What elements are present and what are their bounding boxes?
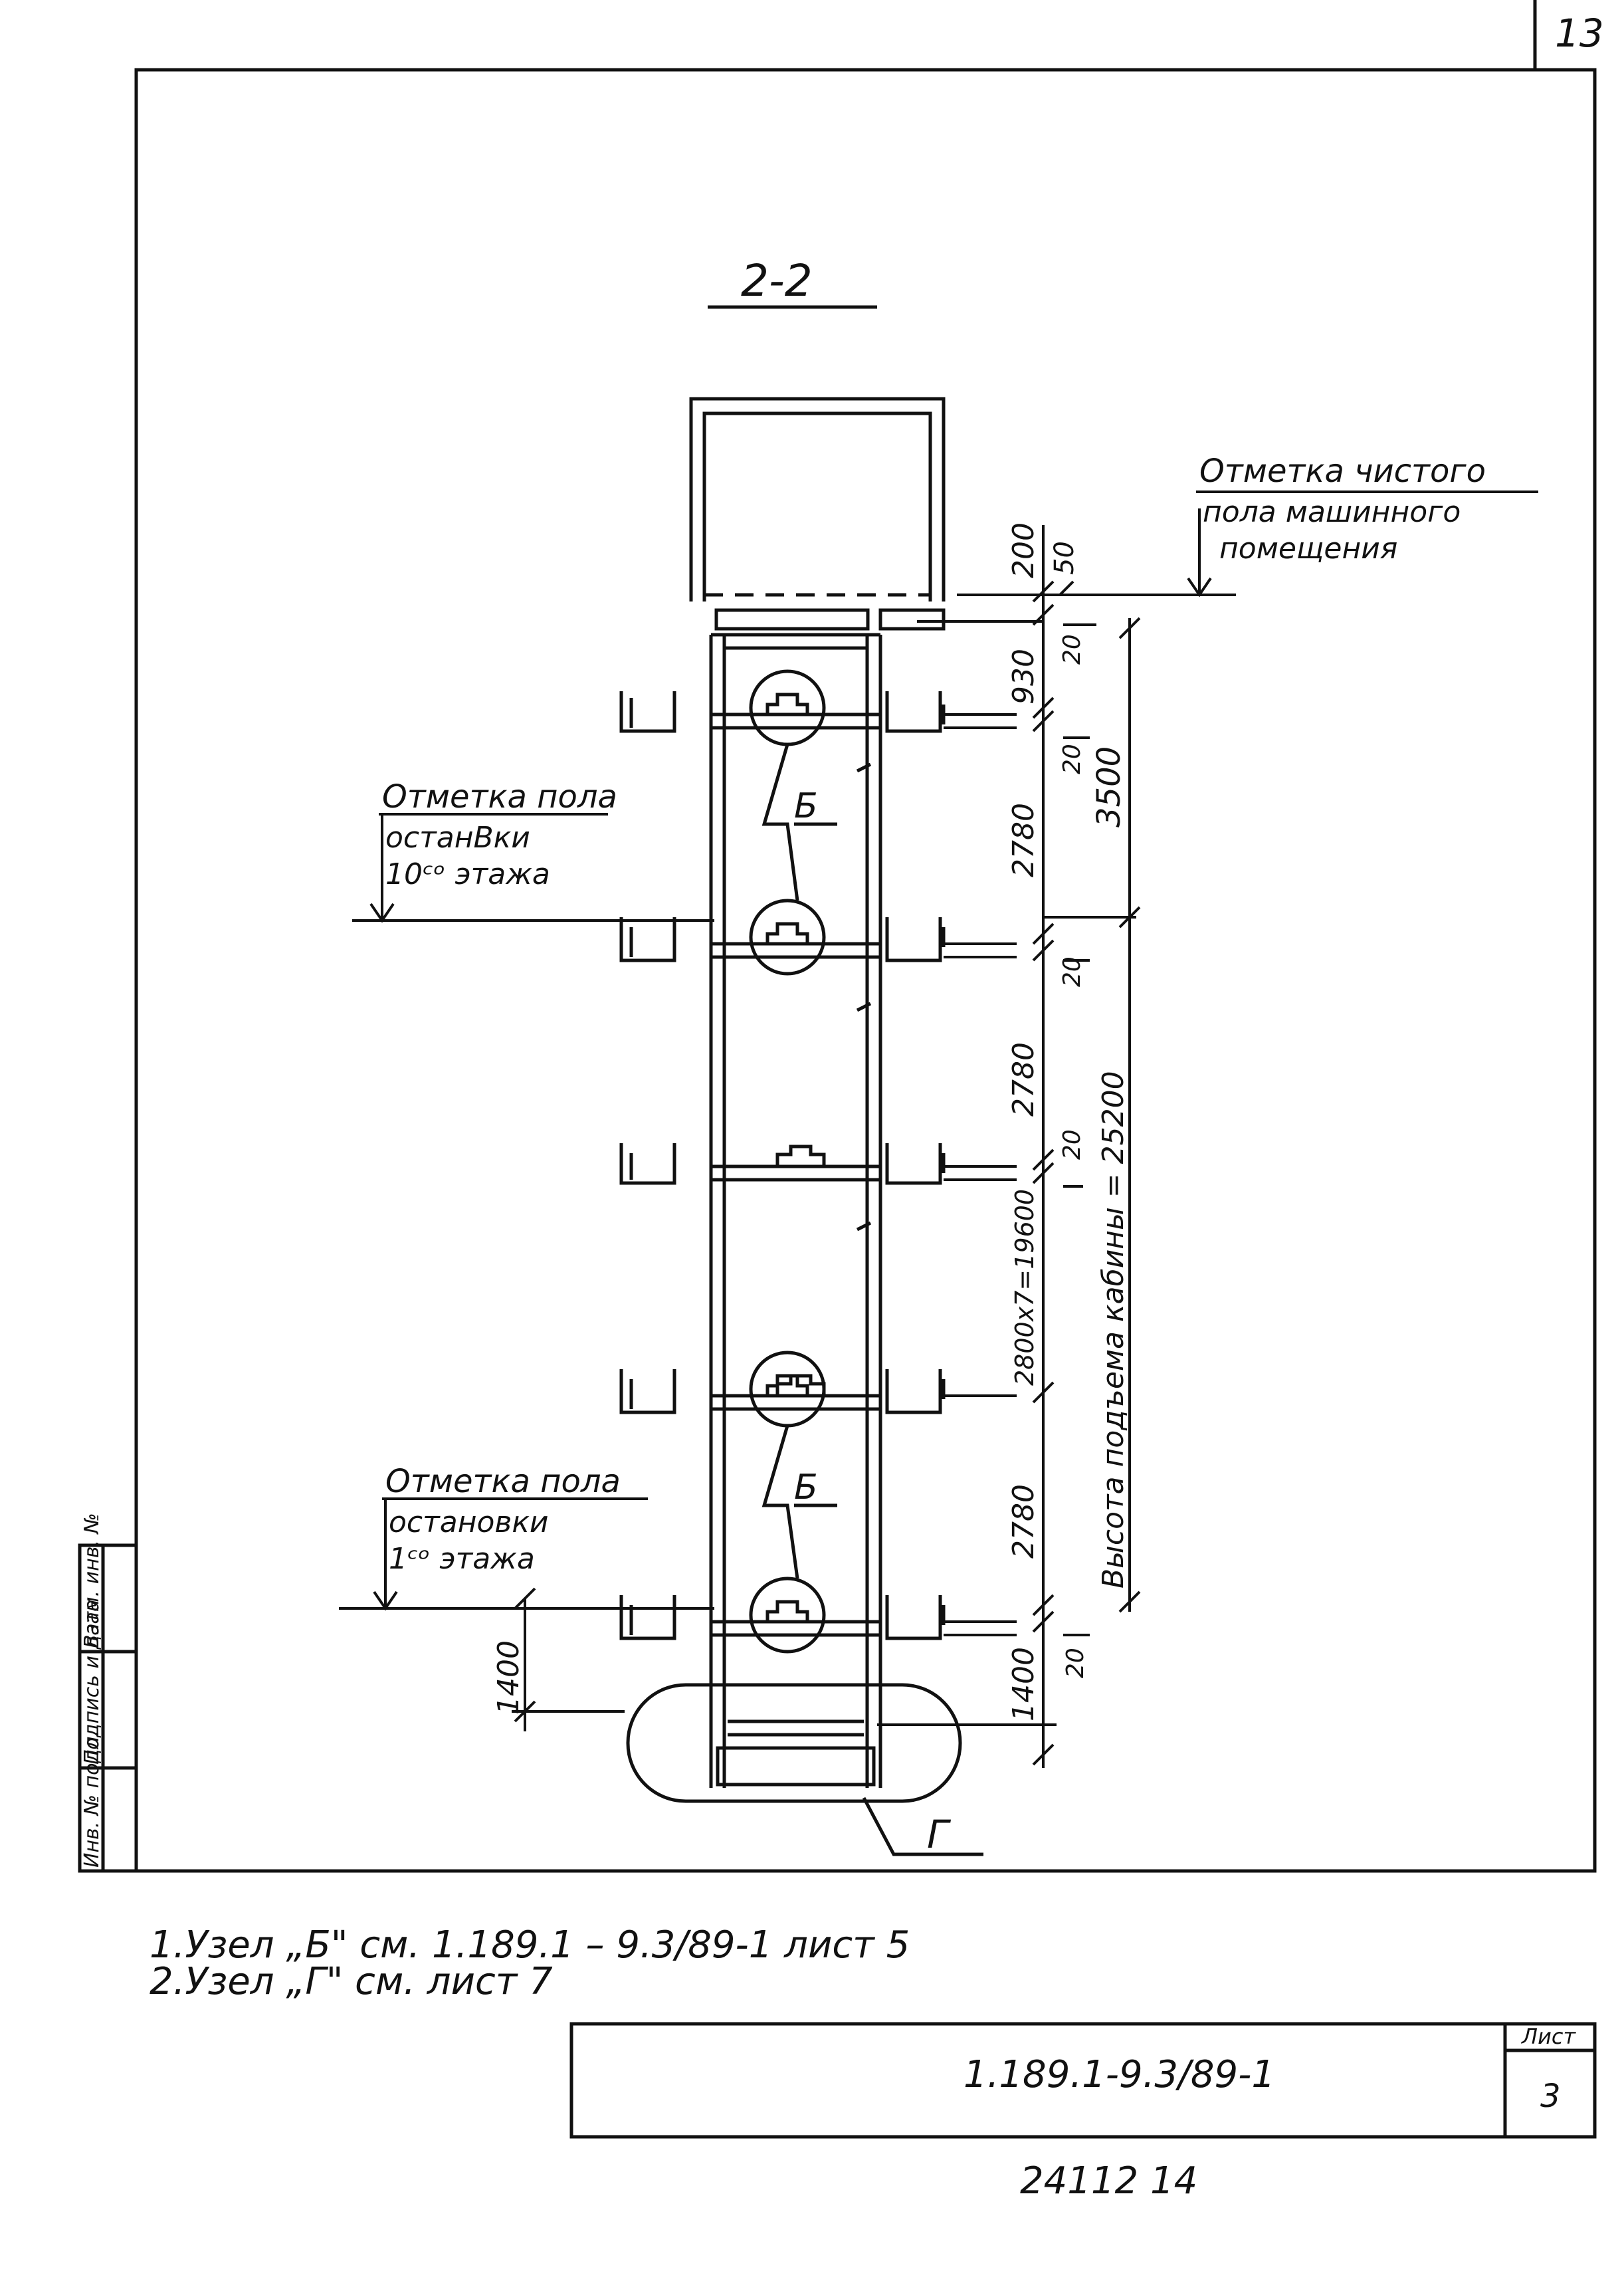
dim-3500: 3500 <box>1090 746 1128 827</box>
dim-20-c: 20 <box>1059 956 1086 987</box>
floor-slabs <box>619 691 946 1640</box>
dim-2800x: 2800x7=19600 <box>1010 1189 1039 1386</box>
node-g-label: Г <box>927 1812 952 1857</box>
dim-200: 200 <box>1007 522 1041 578</box>
svg-text:10ᶜᵒ этажа: 10ᶜᵒ этажа <box>385 857 550 891</box>
svg-text:помещения: помещения <box>1219 532 1397 566</box>
node-b-lower-label: Б <box>794 1468 818 1507</box>
floor-10-annotation: Отметка пола останВки 10ᶜᵒ этажа <box>382 778 617 891</box>
svg-text:Инв. № подл.: Инв. № подл. <box>80 1730 104 1868</box>
note-1: 1.Узел „Б" см. 1.189.1 – 9.3/89-1 лист 5 <box>150 1923 910 1967</box>
doc-code: 1.189.1-9.3/89-1 <box>964 2053 1275 2096</box>
dim-20-d: 20 <box>1059 1129 1086 1160</box>
pit-callout <box>626 1683 983 1856</box>
svg-text:Отметка чистого: Отметка чистого <box>1199 453 1486 490</box>
dim-lift-height: Высота подъема кабины = 25200 <box>1096 1071 1130 1588</box>
node-b-upper-label: Б <box>794 786 818 826</box>
sheet-number: 3 <box>1540 2078 1561 2115</box>
svg-text:останВки: останВки <box>385 821 530 855</box>
svg-text:Взам. инв. №: Взам. инв. № <box>80 1513 104 1648</box>
machine-room-annotation: Отметка чистого пола машинного помещения <box>1199 453 1486 566</box>
floor-1-annotation: Отметка пола остановки 1ᶜᵒ этажа <box>385 1463 621 1576</box>
shaft <box>709 633 882 1788</box>
svg-text:остановки: остановки <box>389 1505 549 1539</box>
dim-20-e: 20 <box>1062 1648 1089 1678</box>
notes: 1.Узел „Б" см. 1.189.1 – 9.3/89-1 лист 5… <box>150 1923 910 2003</box>
machine-room <box>689 397 946 631</box>
dim-20-top: 20 <box>1059 634 1086 665</box>
dimension-texts: 200 50 20 930 20 3500 2780 20 2780 20 28… <box>492 522 1130 1721</box>
svg-text:2-2: 2-2 <box>741 255 813 306</box>
svg-text:пола машинного: пола машинного <box>1203 495 1461 529</box>
sheet-label: Лист <box>1521 2024 1576 2049</box>
elevation-leaders <box>339 491 1538 1611</box>
dim-1400-right: 1400 <box>1007 1647 1041 1721</box>
dim-50: 50 <box>1049 541 1080 575</box>
svg-text:Подпись и дата: Подпись и дата <box>80 1600 104 1765</box>
side-stamp <box>78 1543 138 1873</box>
title-block <box>569 2022 1597 2139</box>
page-number: 13 <box>1555 11 1604 56</box>
dim-930: 930 <box>1007 649 1041 705</box>
footer-number: 24112 14 <box>1020 2159 1197 2203</box>
note-2: 2.Узел „Г" см. лист 7 <box>150 1960 553 2003</box>
svg-text:Отметка пола: Отметка пола <box>385 1463 621 1500</box>
section-title: 2-2 <box>708 255 877 309</box>
dim-2780-b: 2780 <box>1007 1042 1041 1117</box>
svg-text:Отметка пола: Отметка пола <box>382 778 617 816</box>
dim-20-b: 20 <box>1059 744 1086 774</box>
dim-2780-a: 2780 <box>1007 803 1041 877</box>
dimension-lines <box>512 525 1141 1768</box>
dim-1400-left: 1400 <box>492 1640 526 1715</box>
svg-text:1ᶜᵒ этажа: 1ᶜᵒ этажа <box>389 1542 535 1576</box>
drawing-frame <box>134 0 1597 1873</box>
dim-2780-c: 2780 <box>1007 1484 1041 1559</box>
side-stamp-labels: Инв. № подл. Подпись и дата Взам. инв. № <box>80 1513 104 1868</box>
node-circles <box>749 669 837 1654</box>
